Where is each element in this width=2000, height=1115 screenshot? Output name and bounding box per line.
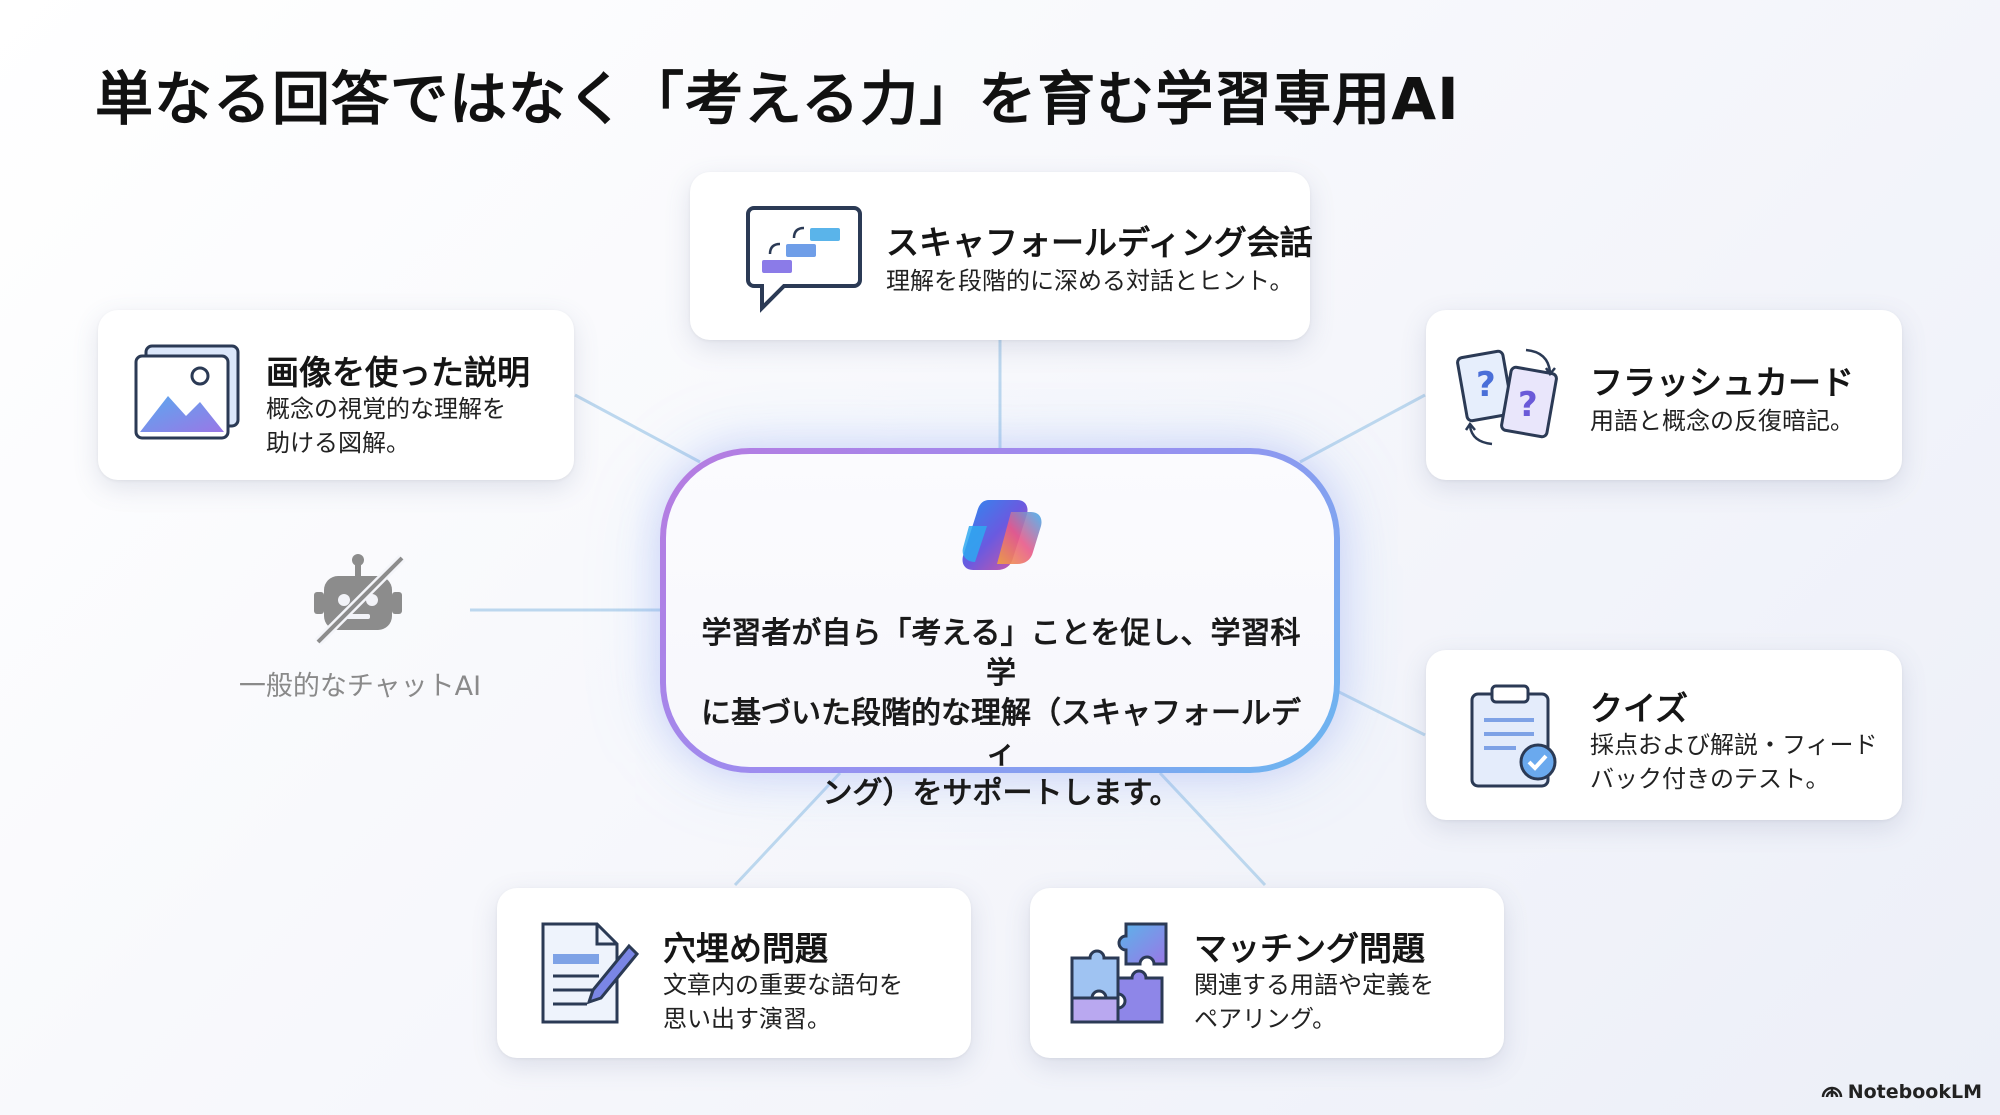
clipboard-check-icon	[1466, 680, 1566, 796]
card-title: クイズ	[1590, 689, 1689, 728]
brand-watermark: NotebookLM	[1821, 1081, 1982, 1104]
page-title: 単なる回答ではなく「考える力」を育む学習専用AI	[95, 65, 1460, 133]
card-matching: マッチング問題 関連する用語や定義を ペアリング。	[1030, 888, 1504, 1058]
chat-steps-icon	[744, 202, 864, 318]
puzzle-icon	[1068, 918, 1174, 1032]
card-title: スキャフォールディング会話	[886, 223, 1313, 262]
copilot-logo-icon	[959, 496, 1043, 578]
svg-text:?: ?	[1518, 385, 1538, 425]
card-image-explanation: 画像を使った説明 概念の視覚的な理解を 助ける図解。	[98, 310, 574, 480]
card-title: マッチング問題	[1194, 929, 1425, 968]
card-description: 採点および解説・フィード バック付きのテスト。	[1590, 731, 1878, 793]
center-text: 学習者が自ら「考える」ことを促し、学習科学 に基づいた段階的な理解（スキャフォー…	[701, 616, 1301, 811]
crossed-out-robot-icon	[310, 552, 410, 652]
card-title: 画像を使った説明	[266, 353, 530, 392]
line-matching	[1158, 771, 1267, 887]
center-message-box: 学習者が自ら「考える」ことを促し、学習科学 に基づいた段階的な理解（スキャフォー…	[660, 448, 1340, 811]
line-quiz	[1334, 688, 1426, 737]
card-description: 用語と概念の反復暗記。	[1590, 407, 1854, 435]
flashcards-icon: ? ?	[1456, 340, 1574, 454]
image-icon	[132, 342, 242, 446]
brand-name: NotebookLM	[1847, 1080, 1982, 1103]
line-fill	[733, 771, 842, 887]
card-description: 文章内の重要な語句を 思い出す演習。	[663, 971, 903, 1033]
card-description: 関連する用語や定義を ペアリング。	[1194, 971, 1434, 1033]
card-flashcards: ? ? フラッシュカード 用語と概念の反復暗記。	[1426, 310, 1902, 480]
document-pencil-icon	[537, 920, 641, 1030]
card-title: 穴埋め問題	[663, 929, 828, 968]
card-scaffolding: スキャフォールディング会話 理解を段階的に深める対話とヒント。	[690, 172, 1313, 340]
card-quiz: クイズ 採点および解説・フィード バック付きのテスト。	[1426, 650, 1902, 820]
line-image	[574, 393, 701, 464]
svg-text:?: ?	[1476, 365, 1496, 405]
line-flashcard	[1299, 393, 1426, 464]
card-title: フラッシュカード	[1590, 363, 1854, 402]
card-description: 理解を段階的に深める対話とヒント。	[886, 267, 1294, 295]
notebooklm-logo-icon	[1821, 1081, 1843, 1103]
generic-chat-ai-label: 一般的なチャットAI	[238, 671, 482, 702]
card-description: 概念の視覚的な理解を 助ける図解。	[266, 395, 506, 457]
card-fill-in-blank: 穴埋め問題 文章内の重要な語句を 思い出す演習。	[497, 888, 971, 1058]
